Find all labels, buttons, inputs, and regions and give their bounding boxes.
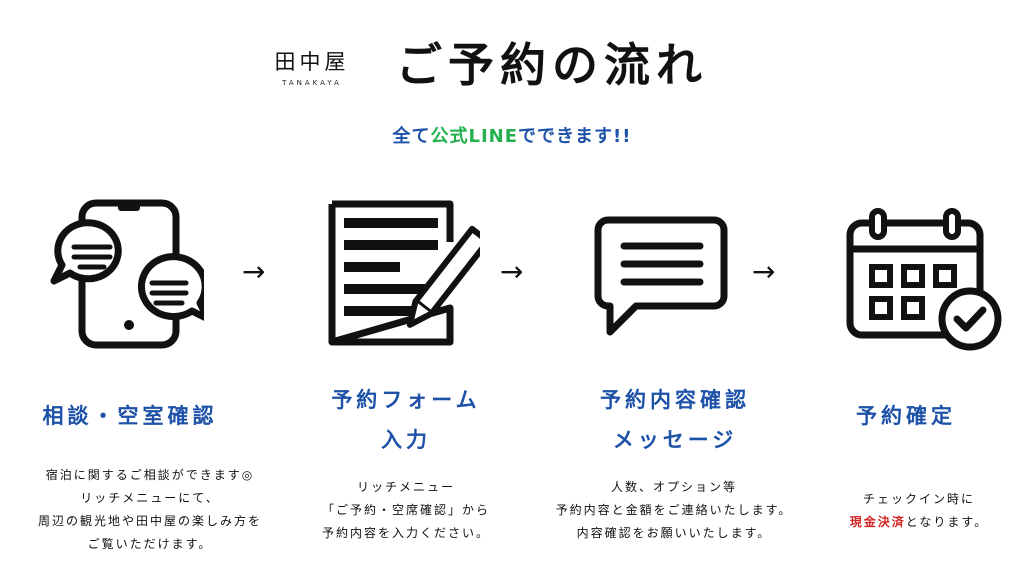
subtitle-suffix: でできます!! — [518, 126, 632, 147]
message-bubble-icon — [594, 216, 728, 336]
step-3-description: 人数、オプション等 予約内容と金額をご連絡いたします。 内容確認をお願いいたしま… — [524, 476, 824, 545]
subtitle-prefix: 全て — [392, 126, 431, 147]
step-3-desc-line-1: 人数、オプション等 — [610, 480, 737, 494]
step-1-desc-line-3: 周辺の観光地や田中屋の楽しみ方を — [37, 514, 262, 528]
step-2-title: 予約フォーム 入力 — [286, 380, 526, 460]
step-1-desc-line-4: ご覧いただけます。 — [87, 537, 213, 551]
logo-subtext: TANAKAYA — [282, 79, 342, 87]
step-2-title-line-2: 入力 — [381, 428, 431, 452]
step-3-title: 予約内容確認 メッセージ — [555, 380, 795, 460]
step-1-desc-line-2: リッチメニューにて、 — [80, 491, 220, 505]
form-pen-icon — [328, 200, 480, 346]
calendar-check-icon — [846, 208, 1002, 351]
flow-arrow-3: → — [752, 255, 776, 288]
step-4-desc-line-1: チェックイン時に — [862, 492, 975, 506]
step-2-desc-line-3: 予約内容を入力ください。 — [321, 526, 490, 540]
step-3-desc-line-3: 内容確認をお願いいたします。 — [576, 526, 772, 540]
step-1-desc-line-1: 宿泊に関するご相談ができます◎ — [45, 468, 255, 482]
page-title: ご予約の流れ — [396, 38, 708, 92]
step-4-desc-suffix: となります。 — [905, 515, 989, 529]
step-4-desc-line-2: 現金決済となります。 — [814, 511, 1024, 534]
flow-arrow-2: → — [500, 255, 524, 288]
step-2-title-line-1: 予約フォーム — [331, 388, 481, 412]
step-3-title-line-2: メッセージ — [612, 428, 738, 452]
brand-logo: 田中屋 TANAKAYA — [262, 50, 362, 88]
step-4-title: 予約確定 — [806, 396, 1006, 436]
subtitle-line-highlight: 公式LINE — [430, 126, 519, 147]
step-2-desc-line-2: 「ご予約・空席確認」から — [321, 503, 490, 517]
logo-mark: 田中屋 — [274, 50, 350, 74]
page-subtitle: 全て公式LINEでできます!! — [0, 122, 1024, 148]
step-1-description: 宿泊に関するご相談ができます◎ リッチメニューにて、 周辺の観光地や田中屋の楽し… — [0, 464, 300, 556]
flow-arrow-1: → — [242, 255, 266, 288]
step-4-title-line: 予約確定 — [856, 404, 956, 428]
step-3-title-line-1: 予約内容確認 — [600, 388, 750, 412]
step-4-description: チェックイン時に 現金決済となります。 — [814, 488, 1024, 534]
step-2-desc-line-1: リッチメニュー — [356, 480, 455, 494]
step-3-desc-line-2: 予約内容と金額をご連絡いたします。 — [555, 503, 793, 517]
step-1-title-line: 相談・空室確認 — [42, 404, 218, 428]
step-1-title: 相談・空室確認 — [10, 396, 250, 436]
step-2-description: リッチメニュー 「ご予約・空席確認」から 予約内容を入力ください。 — [276, 476, 536, 545]
cash-payment-highlight: 現金決済 — [849, 515, 906, 529]
smartphone-chat-icon — [50, 199, 204, 349]
